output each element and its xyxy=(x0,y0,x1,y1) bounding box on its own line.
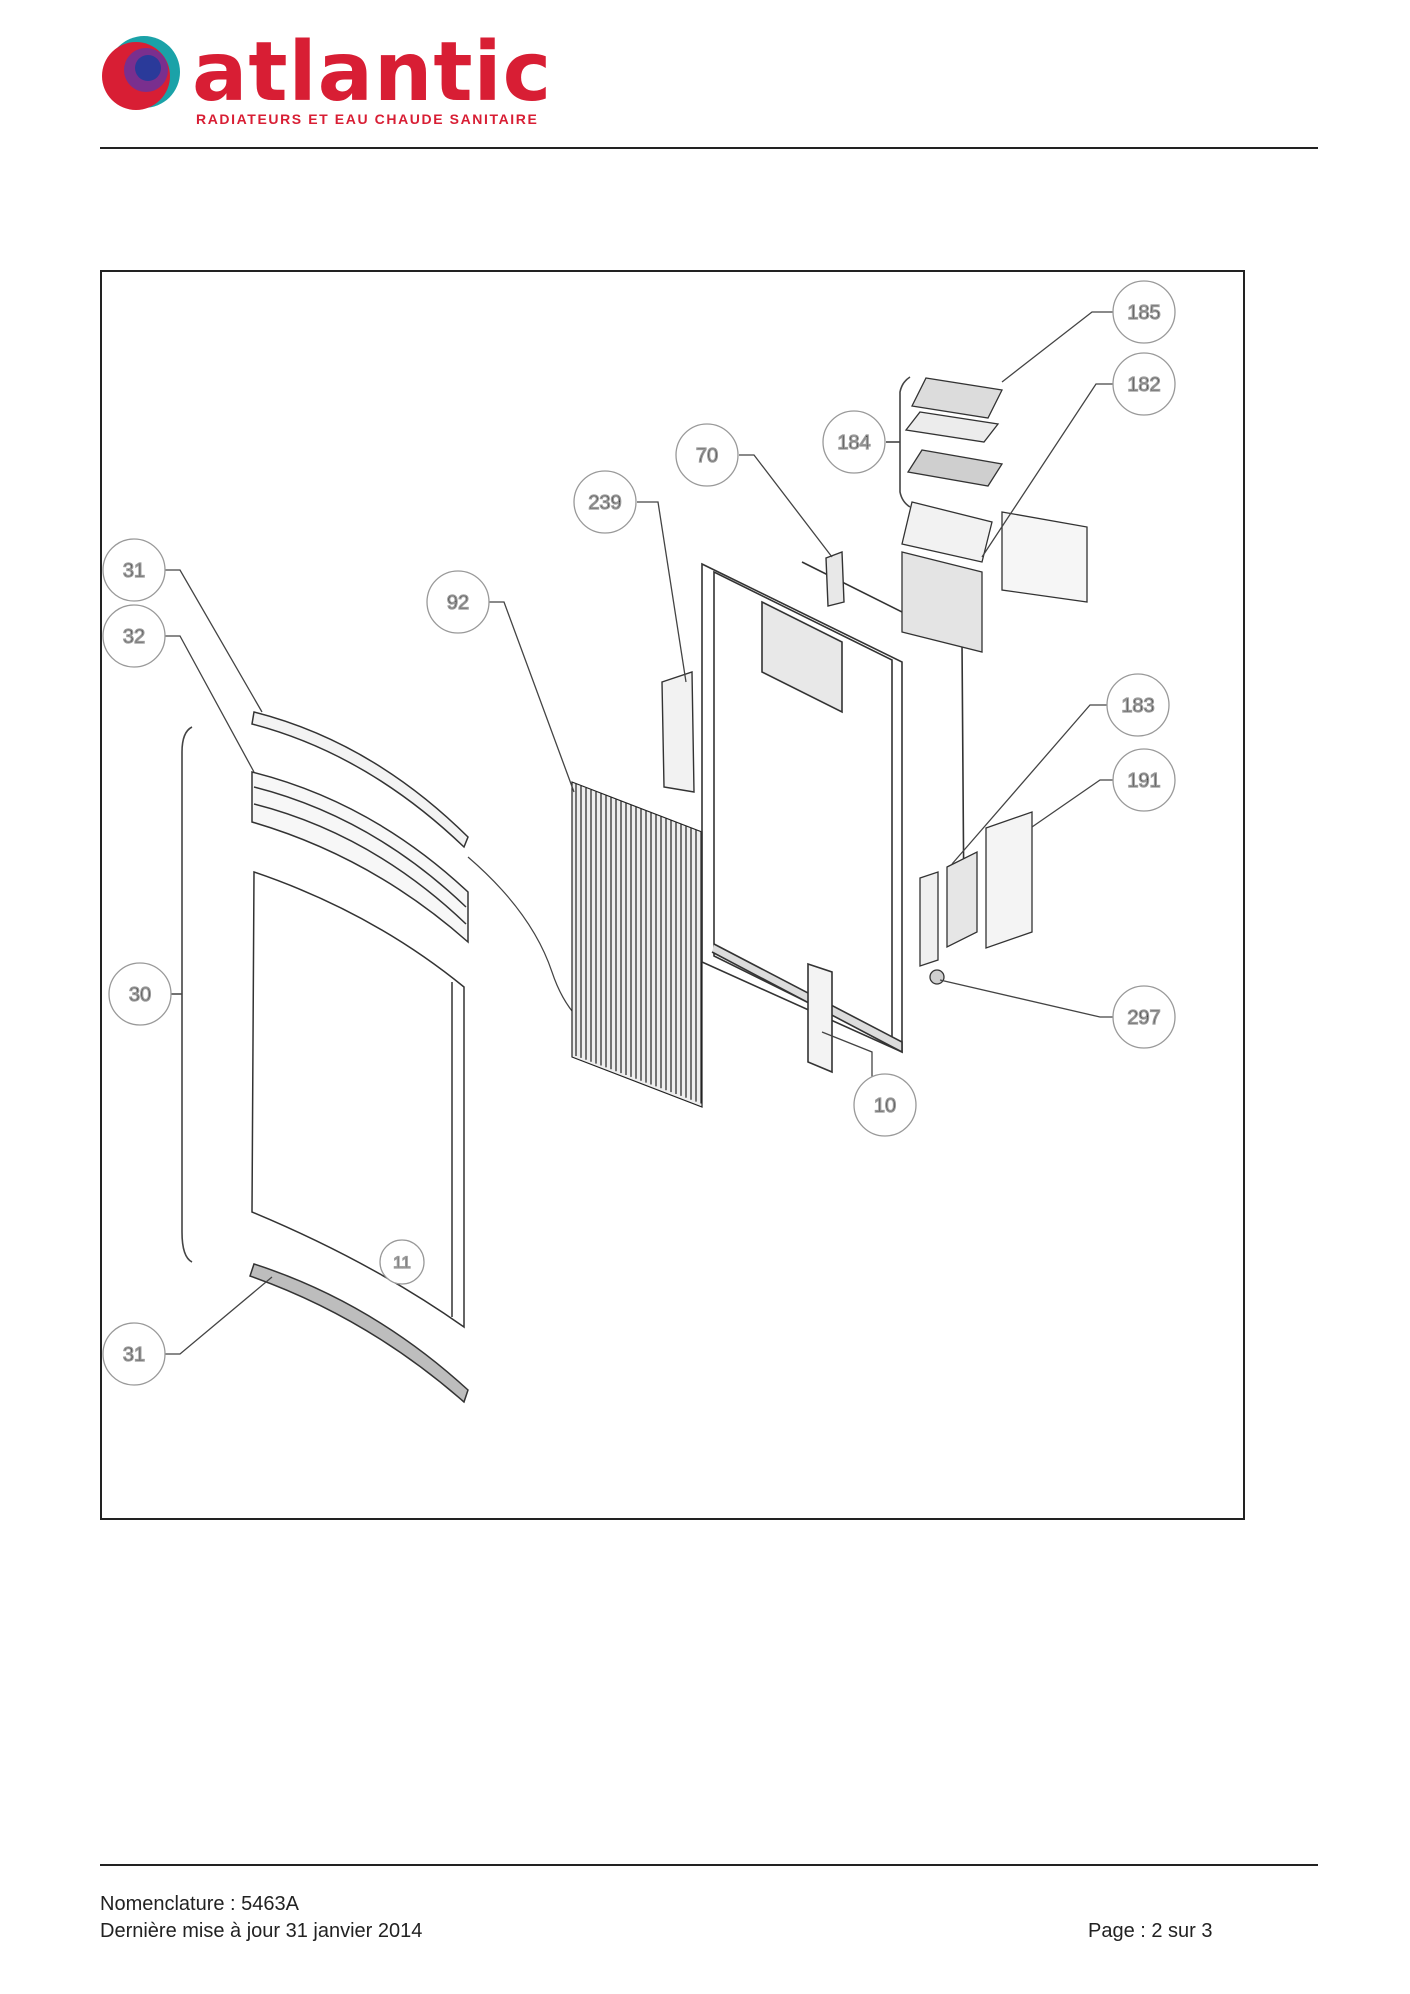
callout-11-label: 11 xyxy=(393,1253,411,1272)
callout-239-label: 239 xyxy=(588,492,621,514)
callout-11: 11 xyxy=(379,1239,425,1285)
callout-297: 297 xyxy=(1112,985,1176,1049)
atlantic-logo-icon xyxy=(102,36,180,110)
callout-183-label: 183 xyxy=(1121,695,1154,717)
leader-297 xyxy=(939,979,1115,1018)
callout-31-bottom-label: 31 xyxy=(123,1344,145,1366)
front-panel-part xyxy=(251,870,465,1329)
control-unit-assembly xyxy=(901,377,1088,653)
callout-70-label: 70 xyxy=(696,445,718,467)
brand-tagline: RADIATEURS ET EAU CHAUDE SANITAIRE xyxy=(196,111,539,127)
back-frame-part xyxy=(701,561,965,1074)
leader-70 xyxy=(739,454,833,558)
callout-31-bottom: 31 xyxy=(102,1322,166,1386)
callout-30-label: 30 xyxy=(129,984,151,1006)
heating-element-part xyxy=(571,781,703,1108)
nomenclature-text: Nomenclature : 5463A xyxy=(100,1893,300,1915)
exploded-view-diagram: 185 182 184 70 239 31 xyxy=(100,270,1245,1520)
callout-184-label: 184 xyxy=(837,432,870,454)
callout-32-label: 32 xyxy=(123,626,145,648)
callout-30: 30 xyxy=(108,962,172,1026)
leader-32 xyxy=(160,635,255,773)
leader-31-top xyxy=(160,569,263,713)
callout-183: 183 xyxy=(1106,673,1170,737)
leader-239 xyxy=(637,501,687,683)
callout-70: 70 xyxy=(675,423,739,487)
callout-31-top: 31 xyxy=(102,538,166,602)
leader-92 xyxy=(489,601,575,793)
callout-182: 182 xyxy=(1112,352,1176,416)
leader-182 xyxy=(981,383,1117,558)
callout-184: 184 xyxy=(822,410,886,474)
callout-10-label: 10 xyxy=(874,1095,896,1117)
grille-part xyxy=(251,771,469,944)
callout-32: 32 xyxy=(102,604,166,668)
top-cap-part xyxy=(251,711,469,849)
callout-92-label: 92 xyxy=(447,592,469,614)
bracket-30 xyxy=(181,726,193,1263)
header-divider xyxy=(100,147,1318,149)
callout-191-label: 191 xyxy=(1127,770,1160,792)
callout-191: 191 xyxy=(1112,748,1176,812)
callout-92: 92 xyxy=(426,570,490,634)
diagram-drawing: 185 182 184 70 239 31 xyxy=(102,280,1176,1404)
leader-185 xyxy=(1001,311,1117,383)
callout-185: 185 xyxy=(1112,280,1176,344)
footer-divider xyxy=(100,1864,1318,1866)
last-update-text: Dernière mise à jour 31 janvier 2014 xyxy=(100,1920,423,1942)
electrical-parts xyxy=(919,811,1033,985)
callout-31-top-label: 31 xyxy=(123,560,145,582)
brand-name: atlantic xyxy=(192,25,553,120)
callout-239: 239 xyxy=(573,470,637,534)
leader-191 xyxy=(1031,779,1115,828)
page-number: Page : 2 sur 3 xyxy=(1088,1920,1213,1942)
callout-182-label: 182 xyxy=(1127,374,1160,396)
bracket-part-70 xyxy=(825,551,845,607)
callout-10: 10 xyxy=(853,1073,917,1137)
callout-297-label: 297 xyxy=(1127,1007,1160,1029)
leader-183 xyxy=(951,704,1108,865)
bracket-part-239 xyxy=(661,671,695,793)
leader-31-bottom xyxy=(160,1276,273,1355)
bracket-184 xyxy=(899,376,911,508)
callout-185-label: 185 xyxy=(1127,302,1160,324)
